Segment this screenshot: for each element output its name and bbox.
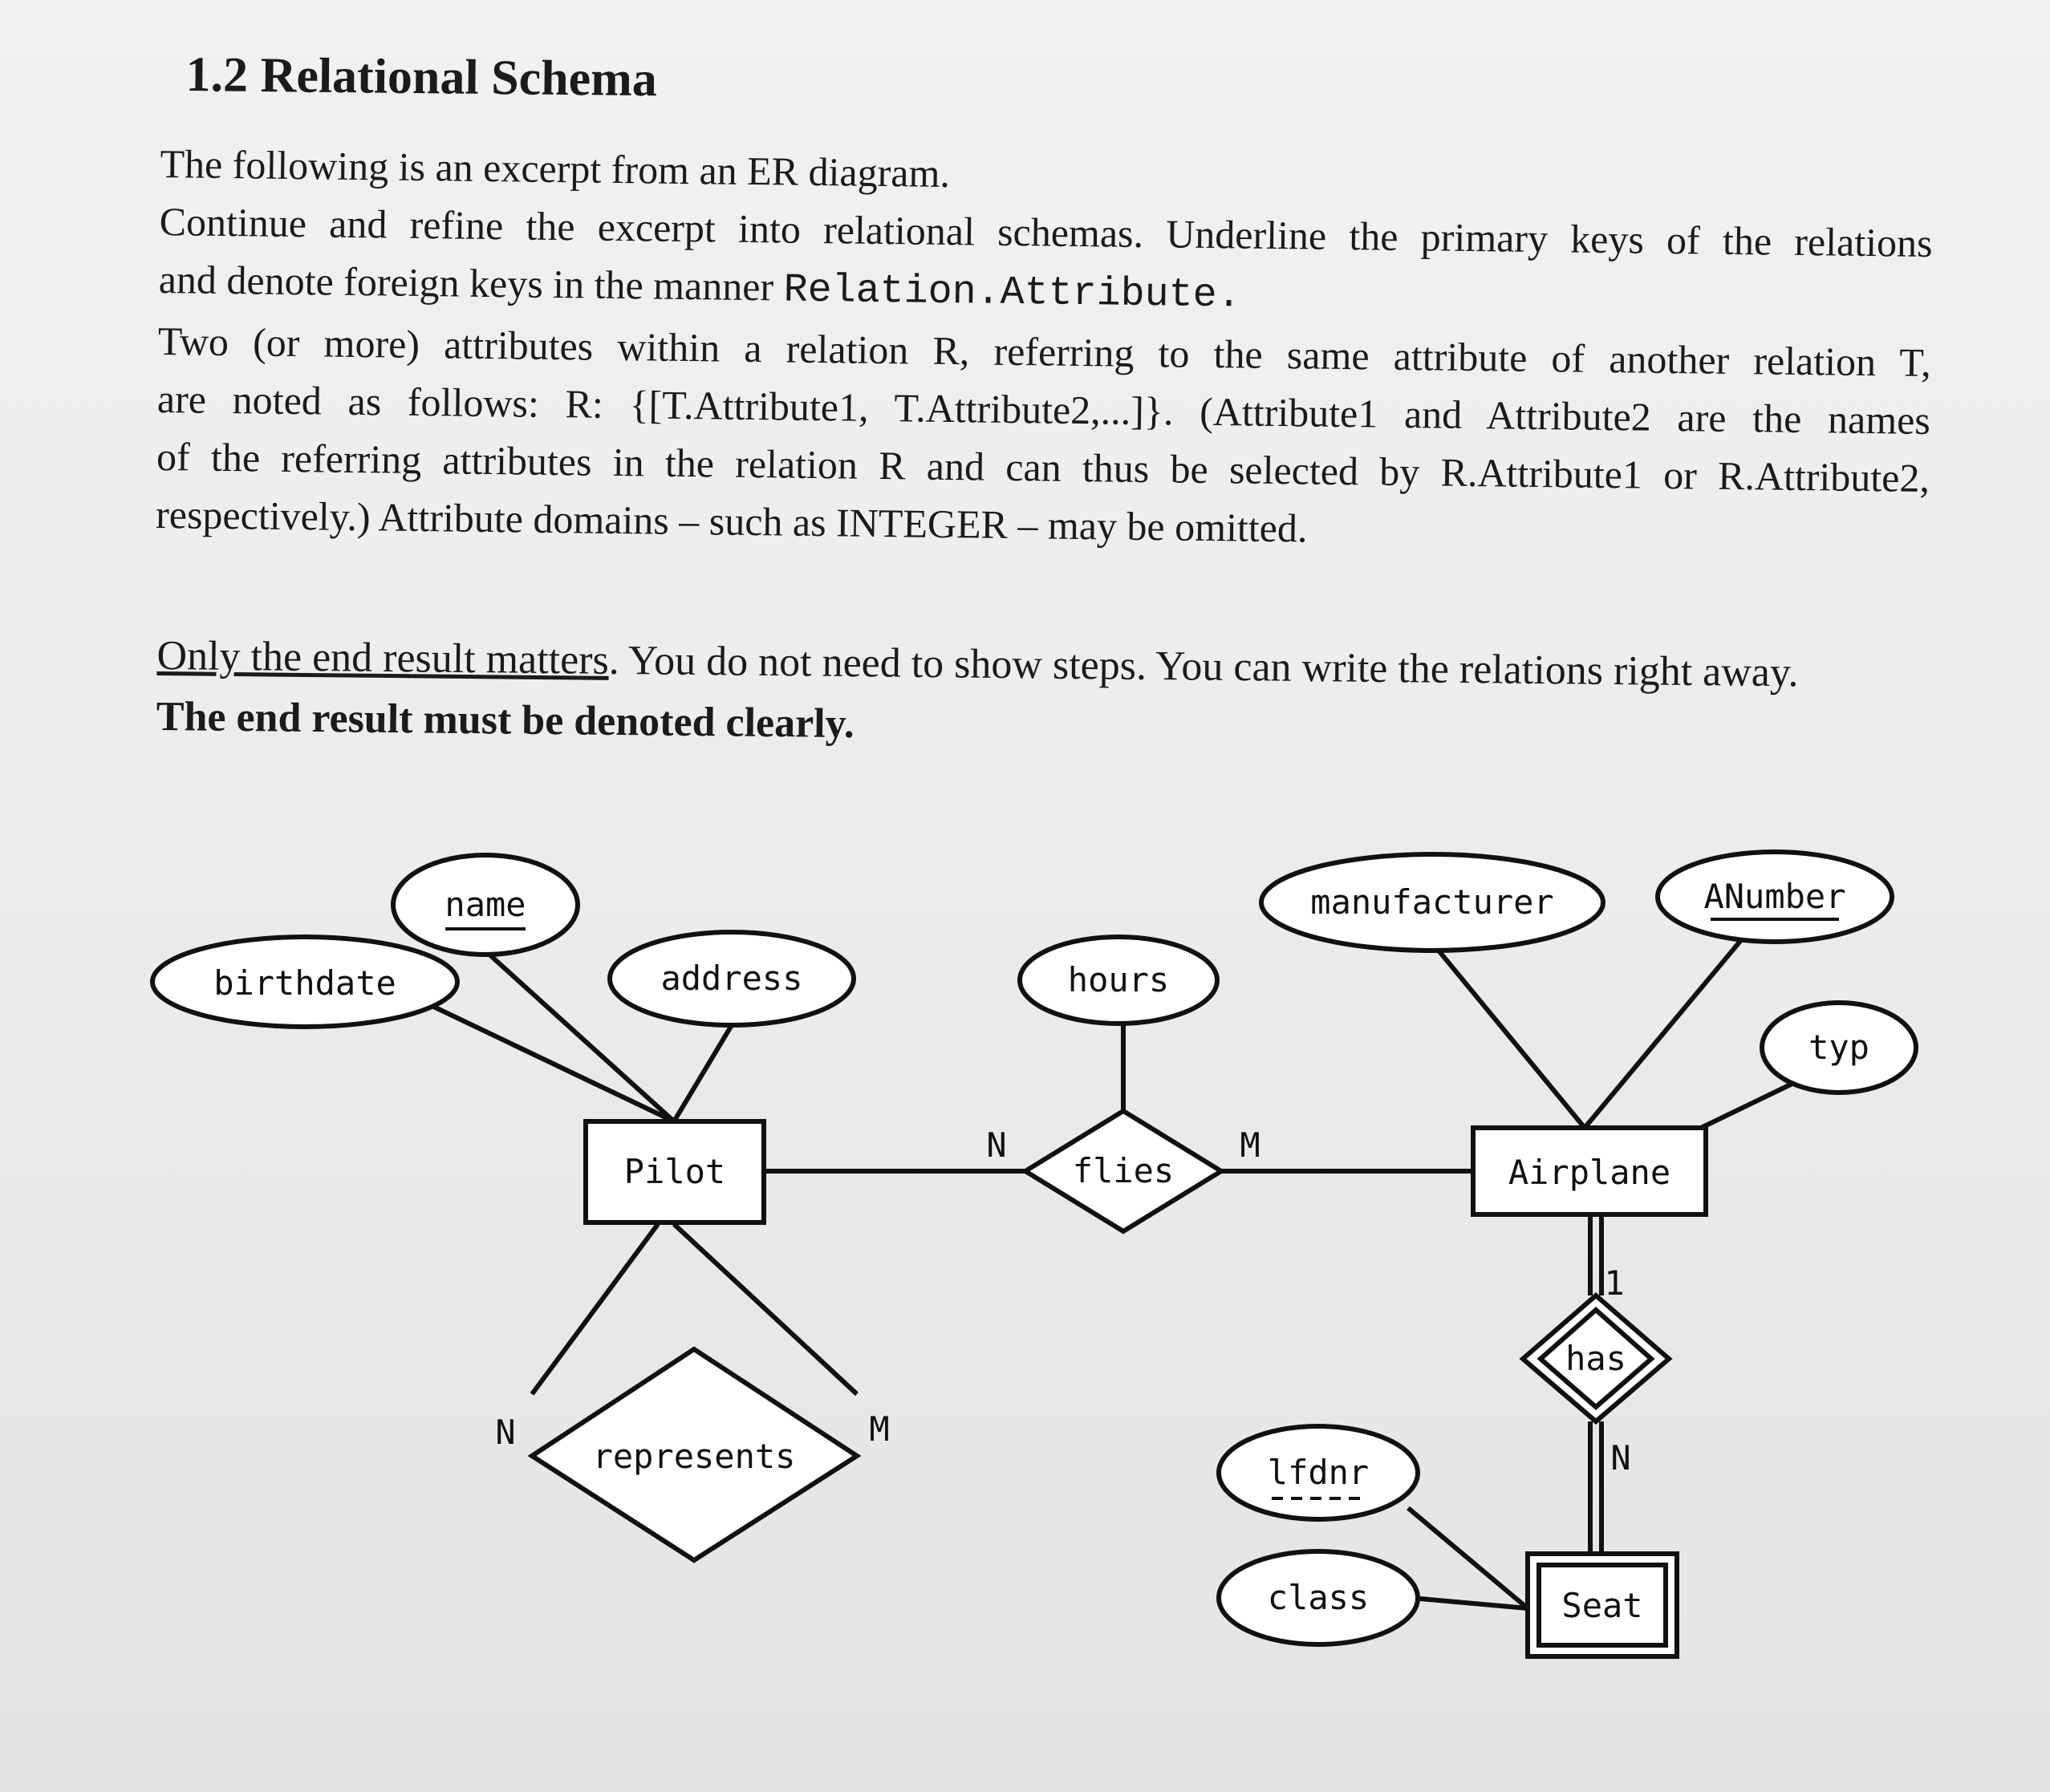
attribute-name-label: name [445, 885, 526, 924]
cardinality-flies-pilot: N [986, 1125, 1006, 1165]
line-anumber-airplane [1582, 939, 1744, 1129]
cardinality-flies-airplane: M [1240, 1125, 1260, 1165]
cardinality-represents-right: M [869, 1409, 889, 1449]
attribute-name: name [391, 853, 580, 957]
attribute-lfdnr: lfdnr [1216, 1424, 1420, 1522]
cardinality-represents-left: N [495, 1413, 515, 1452]
attribute-birthdate: birthdate [150, 935, 460, 1029]
attribute-typ: typ [1760, 1000, 1918, 1095]
attribute-hours: hours [1017, 935, 1220, 1026]
attribute-class: class [1216, 1549, 1420, 1647]
line-pilot-represents-right [672, 1222, 859, 1397]
line-pilot-represents-left [530, 1222, 660, 1396]
entity-pilot: Pilot [583, 1119, 766, 1225]
relationship-flies-label: flies [1073, 1151, 1174, 1190]
cardinality-has-airplane: 1 [1604, 1263, 1624, 1303]
line-manufacturer-airplane [1436, 949, 1587, 1129]
attribute-birthdate-label: birthdate [213, 963, 396, 1003]
attribute-anumber-label: ANumber [1703, 877, 1845, 916]
attribute-hours-label: hours [1068, 960, 1169, 999]
entity-pilot-label: Pilot [624, 1152, 725, 1191]
entity-seat-weak: Seat [1525, 1551, 1679, 1659]
line-lfdnr-seat [1407, 1506, 1529, 1611]
line-address-pilot [672, 1024, 734, 1123]
entity-airplane-label: Airplane [1508, 1153, 1670, 1192]
attribute-manufacturer: manufacturer [1259, 852, 1605, 953]
line-class-seat [1419, 1596, 1528, 1611]
entity-seat-label: Seat [1561, 1586, 1642, 1625]
relationship-represents-label: represents [593, 1437, 796, 1476]
line-name-pilot [487, 952, 676, 1124]
line-typ-airplane [1699, 1079, 1799, 1130]
connector-lines [424, 939, 1799, 1611]
relationship-has-label: has [1565, 1339, 1626, 1378]
attribute-address: address [607, 930, 856, 1028]
line-birthdate-pilot [424, 1000, 676, 1124]
attribute-anumber: ANumber [1655, 849, 1894, 944]
attribute-typ-label: typ [1808, 1028, 1869, 1067]
cardinality-has-seat: N [1610, 1438, 1630, 1478]
attribute-class-label: class [1268, 1578, 1369, 1617]
attribute-manufacturer-label: manufacturer [1310, 882, 1553, 922]
entity-airplane: Airplane [1471, 1125, 1708, 1217]
relationship-has-identifying: has [1519, 1292, 1673, 1425]
relationship-represents: represents [527, 1346, 862, 1563]
relationship-flies: flies [1021, 1108, 1226, 1235]
attribute-address-label: address [660, 959, 802, 998]
attribute-lfdnr-label: lfdnr [1268, 1453, 1369, 1492]
